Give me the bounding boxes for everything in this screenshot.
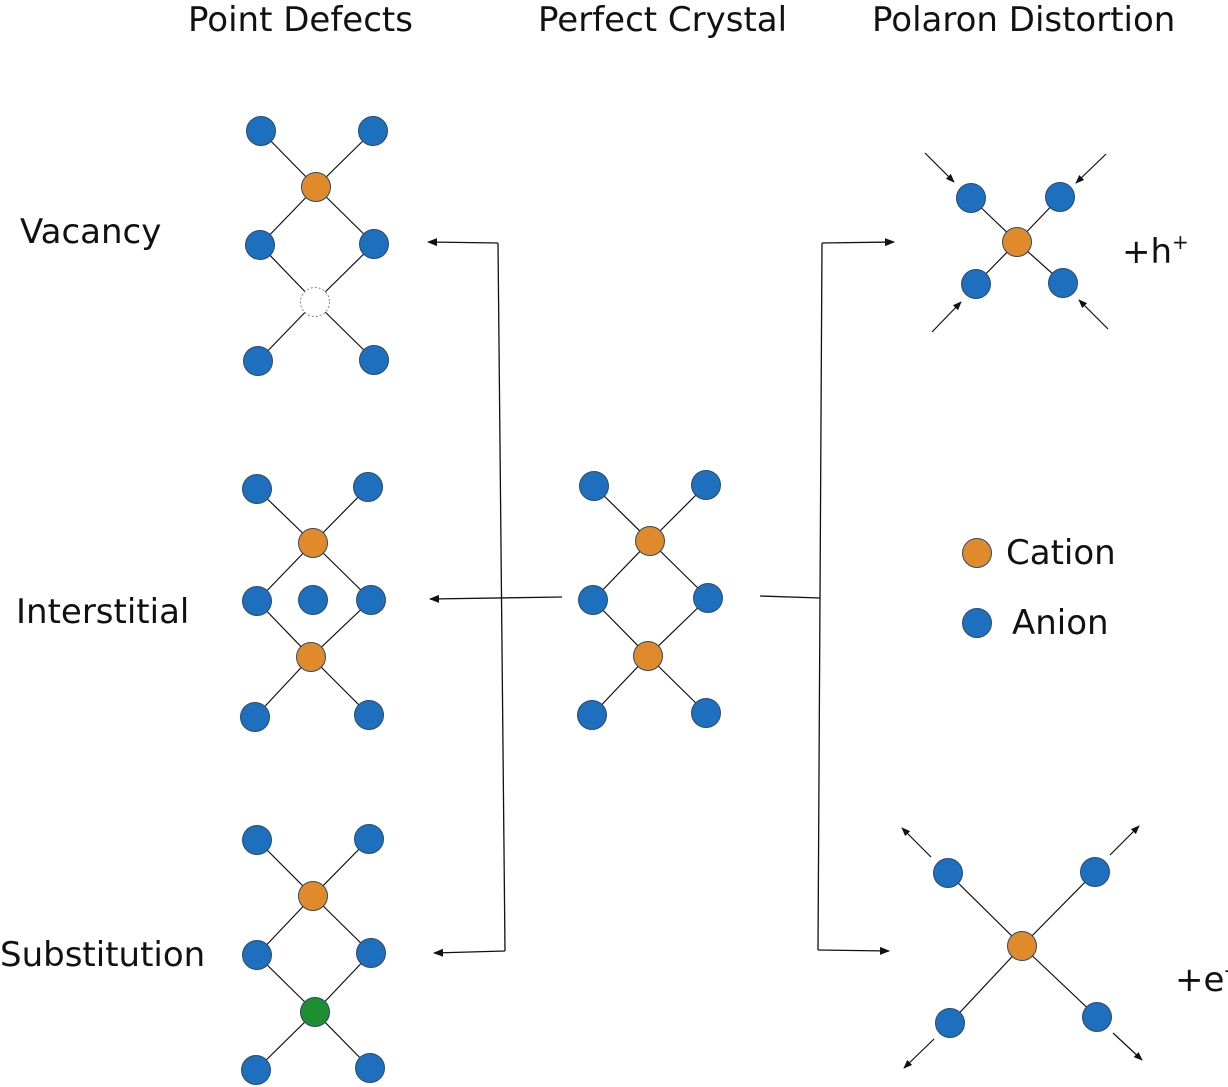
anion-atom — [1045, 182, 1075, 212]
title-perfect-crystal: Perfect Crystal — [538, 0, 788, 40]
anion-atom — [1080, 857, 1110, 887]
cation-atom — [301, 172, 331, 202]
arrow-vacancy-head — [427, 238, 499, 247]
anion-atom — [246, 116, 276, 146]
anion-atom — [356, 585, 386, 615]
anion-atom — [353, 472, 383, 502]
cation-atom — [635, 526, 665, 556]
cation-atom — [1002, 227, 1032, 257]
anion-atom — [933, 858, 963, 888]
cation-atom — [298, 881, 328, 911]
electron-arrow-bl — [903, 1038, 935, 1069]
polaron-vertical — [817, 242, 823, 951]
legend-cation-label: Cation — [1006, 533, 1116, 573]
anion-atom — [359, 229, 389, 259]
hole-charge-base: +h — [1122, 232, 1173, 272]
anion-atom — [354, 700, 384, 730]
title-point-defects: Point Defects — [188, 0, 413, 40]
anion-atom — [578, 585, 608, 615]
hole-arrow-bl — [931, 301, 962, 333]
cation-atom — [633, 641, 663, 671]
anion-atom — [935, 1008, 965, 1038]
cation-atom — [298, 528, 328, 558]
hole-charge-label: +h+ — [1122, 222, 1189, 272]
anion-atom — [242, 940, 272, 970]
hole-arrow-br — [1078, 299, 1109, 330]
label-substitution: Substitution — [0, 935, 206, 975]
anion-atom — [359, 345, 389, 375]
hole-arrow-tl — [924, 152, 955, 183]
arrow-to-hole-polaron — [821, 238, 895, 247]
atoms — [240, 116, 1112, 1085]
title-polaron-distortion: Polaron Distortion — [872, 0, 1176, 40]
legend-cation-swatch — [962, 538, 992, 568]
anion-atom — [240, 702, 270, 732]
anion-atom — [691, 698, 721, 728]
hole-charge-sup: + — [1172, 230, 1189, 254]
anion-atom — [243, 346, 273, 376]
cation-atom — [1007, 931, 1037, 961]
anion-atom — [1082, 1002, 1112, 1032]
arrow-to-electron-polaron — [817, 946, 890, 955]
polaron-connector — [759, 595, 821, 599]
electron-charge-label: +e- — [1175, 950, 1228, 1000]
anion-atom — [242, 586, 272, 616]
anion-atom — [356, 938, 386, 968]
anion-atom — [242, 474, 272, 504]
anion-atom — [241, 1055, 271, 1085]
anion-atom — [961, 269, 991, 299]
connector-lines — [427, 238, 895, 957]
anion-atom — [693, 583, 723, 613]
arrow-to-interstitial — [429, 594, 563, 603]
electron-arrow-tl — [901, 827, 932, 858]
substituent-atom — [300, 997, 330, 1027]
anion-atom — [577, 700, 607, 730]
electron-charge-sup: - — [1224, 958, 1228, 982]
cation-atom — [296, 642, 326, 672]
electron-charge-base: +e — [1175, 960, 1225, 1000]
arrow-to-vacancy — [497, 242, 506, 952]
anion-atom — [358, 116, 388, 146]
vacancy-site — [300, 287, 330, 317]
distortion-arrows — [901, 152, 1143, 1069]
legend-anion-swatch — [962, 608, 992, 638]
label-interstitial: Interstitial — [16, 592, 190, 632]
electron-arrow-tr — [1109, 825, 1140, 856]
anion-atom — [355, 1053, 385, 1083]
interstitial-anion-atom — [298, 585, 328, 615]
anion-atom — [1048, 268, 1078, 298]
anion-atom — [956, 183, 986, 213]
anion-atom — [579, 471, 609, 501]
anion-atom — [245, 230, 275, 260]
arrow-to-substitution — [433, 948, 506, 957]
hole-arrow-tr — [1075, 153, 1107, 184]
electron-arrow-br — [1112, 1032, 1143, 1061]
anion-atom — [242, 825, 272, 855]
anion-atom — [354, 824, 384, 854]
anion-atom — [691, 470, 721, 500]
legend-anion-label: Anion — [1012, 603, 1109, 643]
label-vacancy: Vacancy — [20, 212, 162, 252]
